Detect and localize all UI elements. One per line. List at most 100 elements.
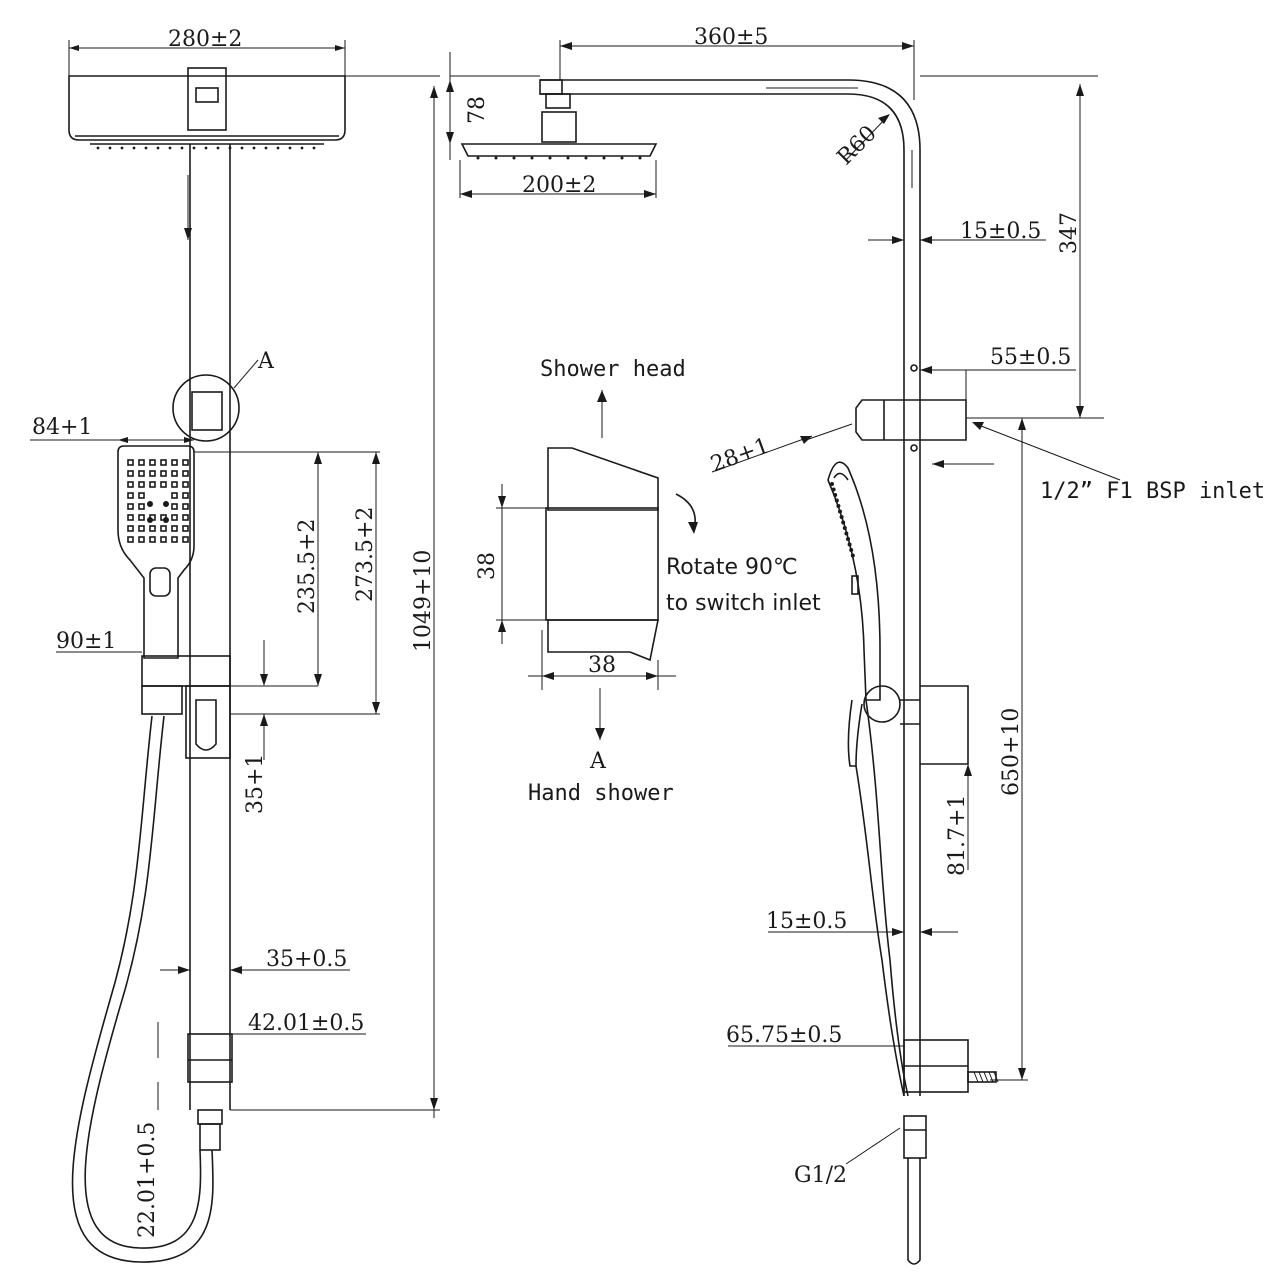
nozzle <box>160 470 167 477</box>
dim-hose-connector: 22.01+0.5 <box>135 1122 160 1238</box>
nozzle <box>182 536 189 543</box>
nozzle <box>192 146 196 150</box>
label-shower-head: Shower head <box>540 357 686 382</box>
nozzle <box>584 156 588 160</box>
nozzle <box>276 146 280 150</box>
nozzle <box>836 504 841 508</box>
nozzle <box>844 531 849 536</box>
nozzle <box>149 470 156 477</box>
nozzle <box>833 493 838 497</box>
dim-detail-height: 38 <box>475 552 500 580</box>
nozzle <box>830 482 834 486</box>
nozzle-center <box>147 517 153 523</box>
nozzle <box>834 498 839 503</box>
left-front-view: 280±2 A <box>30 27 440 1263</box>
hand-shower-front: 84+1 <box>30 415 195 659</box>
thread-tick <box>978 1071 984 1083</box>
nozzle <box>149 459 156 466</box>
nozzle <box>127 481 134 488</box>
dim-hand-shower-width: 84+1 <box>32 415 92 440</box>
nozzle <box>127 536 134 543</box>
dim-arm-radius: R60 <box>833 121 882 170</box>
dim-pipe-offset-top: 15±0.5 <box>960 219 1041 244</box>
nozzle <box>620 156 624 160</box>
dim-bottom-bracket: 42.01±0.5 <box>248 1011 364 1036</box>
nozzle <box>138 525 145 532</box>
thread-tick <box>988 1071 994 1083</box>
dim-holder-thickness: 35+1 <box>243 754 268 814</box>
nozzle <box>171 525 178 532</box>
nozzle <box>831 487 836 492</box>
nozzle <box>204 146 208 150</box>
nozzle <box>842 526 847 530</box>
nozzle <box>171 470 178 477</box>
nozzle <box>476 156 480 160</box>
dim-hose-angle: 28+1 <box>708 433 773 477</box>
label-inlet: 1/2” F1 BSP inlet <box>1040 479 1265 504</box>
nozzle <box>138 481 145 488</box>
nozzle <box>182 459 189 466</box>
thread-tick <box>973 1071 979 1083</box>
label-detail-a: A <box>257 349 275 374</box>
diverter-side: 55±0.5 1/2” F1 BSP inlet <box>855 345 1265 504</box>
nozzle <box>149 525 156 532</box>
dim-diverter-depth: 55±0.5 <box>990 345 1071 370</box>
nozzle <box>182 470 189 477</box>
detail-a-marker: A <box>172 349 275 442</box>
nozzle <box>182 481 189 488</box>
nozzle <box>252 146 256 150</box>
dim-detail-width: 38 <box>588 653 616 678</box>
nozzle <box>171 514 178 521</box>
nozzle <box>138 514 145 521</box>
dim-head-width: 280±2 <box>168 27 242 52</box>
nozzle <box>144 146 148 150</box>
dim-holder-span: 81.7+1 <box>945 795 970 876</box>
dim-top-section: 347 <box>1057 212 1082 254</box>
nozzle <box>846 537 850 541</box>
nozzle <box>168 146 172 150</box>
rain-shower-head-front <box>68 67 346 150</box>
nozzle <box>171 459 178 466</box>
nozzle <box>171 503 178 510</box>
nozzle <box>240 146 244 150</box>
nozzle <box>602 156 606 160</box>
nozzle <box>156 146 160 150</box>
dim-pipe-offset-bottom: 15±0.5 <box>766 909 847 934</box>
nozzle <box>160 481 167 488</box>
nozzle <box>182 525 189 532</box>
nozzle <box>548 156 552 160</box>
nozzle <box>839 515 844 519</box>
nozzle <box>149 481 156 488</box>
bottom-bracket-front: 42.01±0.5 <box>157 1011 366 1110</box>
dim-total-height: 1049+10 <box>411 550 436 652</box>
nozzle <box>850 553 855 558</box>
dim-bottom-depth: 65.75±0.5 <box>726 1023 842 1048</box>
nozzle <box>149 536 156 543</box>
nozzle <box>127 514 134 521</box>
slide-holder-side <box>863 685 969 765</box>
hose-connector-front: 22.01+0.5 <box>135 1109 223 1238</box>
label-hand-shower: Hand shower <box>528 781 674 806</box>
dim-holder-top: 273.5+2 <box>353 507 378 602</box>
nozzle <box>182 492 189 499</box>
thread-tick <box>993 1071 999 1083</box>
nozzle <box>312 146 316 150</box>
dim-pipe-diameter: 35+0.5 <box>266 947 347 972</box>
nozzle <box>96 146 100 150</box>
hand-shower-side <box>827 461 881 767</box>
right-side-view: 360±5 200±2 78 <box>446 25 1265 1265</box>
nozzle <box>138 470 145 477</box>
shower-hose-side <box>865 699 909 1097</box>
dim-holder-offset: 90±1 <box>56 629 116 654</box>
detail-a-view: Shower head 38 38 Rotate 90℃ to switch i… <box>475 357 821 806</box>
nozzle <box>288 146 292 150</box>
nozzle <box>182 503 189 510</box>
nozzle <box>841 520 846 525</box>
nozzle <box>171 481 178 488</box>
nozzle <box>132 146 136 150</box>
nozzle <box>847 542 852 547</box>
nozzle <box>216 146 220 150</box>
nozzle <box>138 459 145 466</box>
dim-head-diameter: 200±2 <box>522 173 596 198</box>
